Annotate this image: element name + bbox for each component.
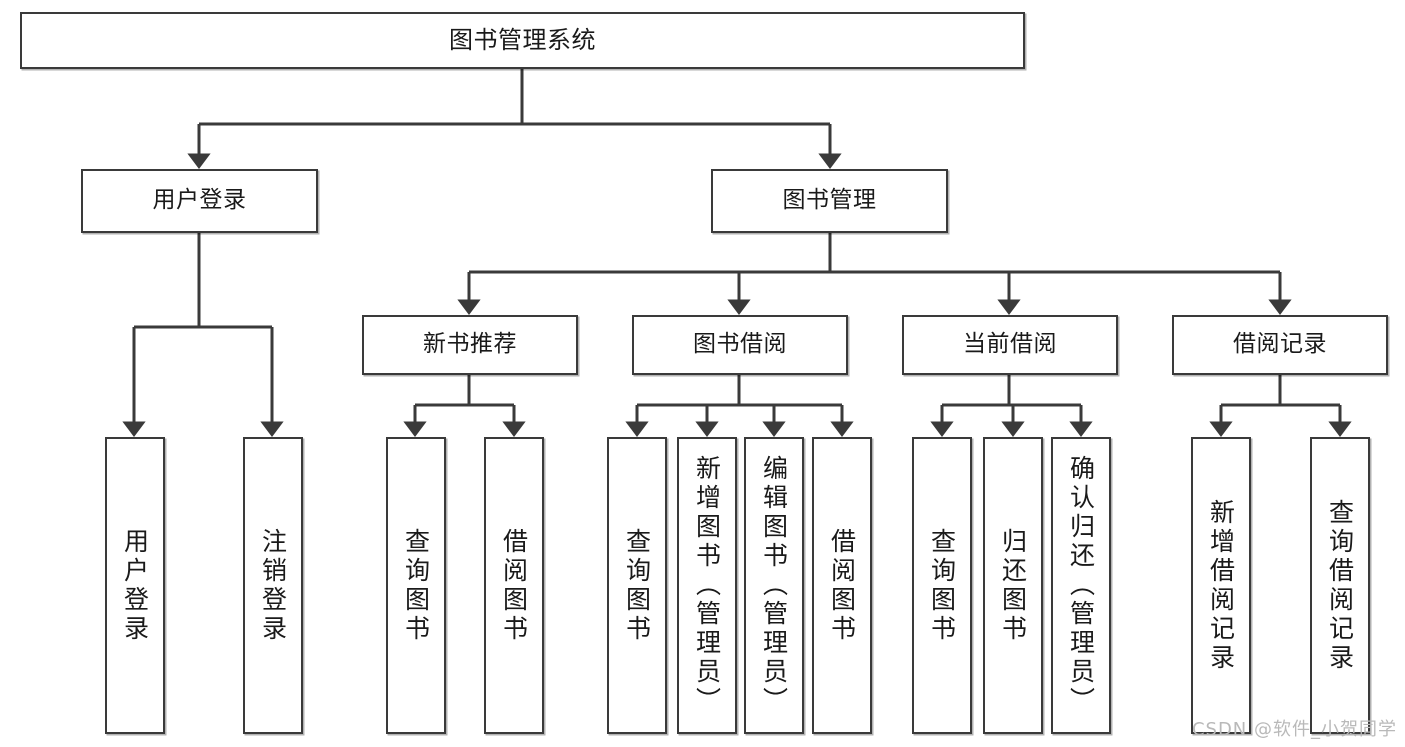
node-leaf-add-book-admin-label: 新增图书（管理员） bbox=[692, 455, 722, 716]
node-leaf-borrow-book[interactable]: 借阅图书 bbox=[812, 437, 872, 734]
node-leaf-return-book-label: 归还图书 bbox=[998, 527, 1028, 644]
watermark-text: CSDN @软件_小贺同学 bbox=[1191, 719, 1397, 740]
node-leaf-query-book-borrow[interactable]: 查询图书 bbox=[607, 437, 667, 734]
connector-bookborrow-to-leaves bbox=[625, 375, 854, 437]
node-leaf-query-book-current-label: 查询图书 bbox=[927, 527, 957, 644]
node-leaf-edit-book-admin[interactable]: 编辑图书（管理员） bbox=[744, 437, 804, 734]
node-leaf-user-login[interactable]: 用户登录 bbox=[105, 437, 165, 734]
node-leaf-query-book-recommend[interactable]: 查询图书 bbox=[386, 437, 446, 734]
node-book-borrow-label: 图书借阅 bbox=[693, 331, 787, 358]
node-new-book-recommend[interactable]: 新书推荐 bbox=[362, 315, 578, 375]
node-leaf-borrow-book-label: 借阅图书 bbox=[827, 527, 857, 644]
node-leaf-confirm-return-admin[interactable]: 确认归还（管理员） bbox=[1051, 437, 1111, 734]
node-book-management-label: 图书管理 bbox=[782, 187, 877, 214]
node-leaf-query-book-borrow-label: 查询图书 bbox=[622, 527, 652, 644]
node-leaf-query-book-recommend-label: 查询图书 bbox=[401, 527, 431, 644]
node-leaf-logout-login[interactable]: 注销登录 bbox=[243, 437, 303, 734]
connector-newbook-to-leaves bbox=[403, 375, 526, 437]
node-leaf-query-borrow-record-label: 查询借阅记录 bbox=[1325, 498, 1355, 673]
node-current-borrow-label: 当前借阅 bbox=[963, 331, 1057, 358]
node-borrow-records[interactable]: 借阅记录 bbox=[1172, 315, 1388, 375]
node-current-borrow[interactable]: 当前借阅 bbox=[902, 315, 1118, 375]
node-leaf-borrow-book-recommend[interactable]: 借阅图书 bbox=[484, 437, 544, 734]
node-leaf-confirm-return-admin-label: 确认归还（管理员） bbox=[1066, 455, 1096, 716]
node-leaf-edit-book-admin-label: 编辑图书（管理员） bbox=[759, 455, 789, 716]
node-root-label: 图书管理系统 bbox=[449, 26, 596, 55]
node-leaf-add-book-admin[interactable]: 新增图书（管理员） bbox=[677, 437, 737, 734]
node-borrow-records-label: 借阅记录 bbox=[1233, 331, 1327, 358]
connector-borrowrecords-to-leaves bbox=[1209, 375, 1352, 437]
node-leaf-user-login-label: 用户登录 bbox=[120, 527, 150, 644]
connector-currentborrow-to-leaves bbox=[930, 375, 1093, 437]
connector-bookmgmt-to-level3 bbox=[457, 233, 1292, 315]
node-user-login[interactable]: 用户登录 bbox=[81, 169, 318, 233]
node-book-borrow[interactable]: 图书借阅 bbox=[632, 315, 848, 375]
node-leaf-add-borrow-record-label: 新增借阅记录 bbox=[1206, 498, 1236, 673]
node-new-book-recommend-label: 新书推荐 bbox=[423, 331, 517, 358]
node-book-management[interactable]: 图书管理 bbox=[711, 169, 948, 233]
connector-userlogin-to-leaves bbox=[122, 233, 284, 437]
node-leaf-borrow-book-recommend-label: 借阅图书 bbox=[499, 527, 529, 644]
node-user-login-label: 用户登录 bbox=[152, 187, 247, 214]
node-root-system[interactable]: 图书管理系统 bbox=[20, 12, 1025, 69]
node-leaf-add-borrow-record[interactable]: 新增借阅记录 bbox=[1191, 437, 1251, 734]
connector-root-to-level2 bbox=[187, 69, 842, 169]
node-leaf-logout-login-label: 注销登录 bbox=[258, 527, 288, 644]
node-leaf-query-borrow-record[interactable]: 查询借阅记录 bbox=[1310, 437, 1370, 734]
node-leaf-return-book[interactable]: 归还图书 bbox=[983, 437, 1043, 734]
node-leaf-query-book-current[interactable]: 查询图书 bbox=[912, 437, 972, 734]
